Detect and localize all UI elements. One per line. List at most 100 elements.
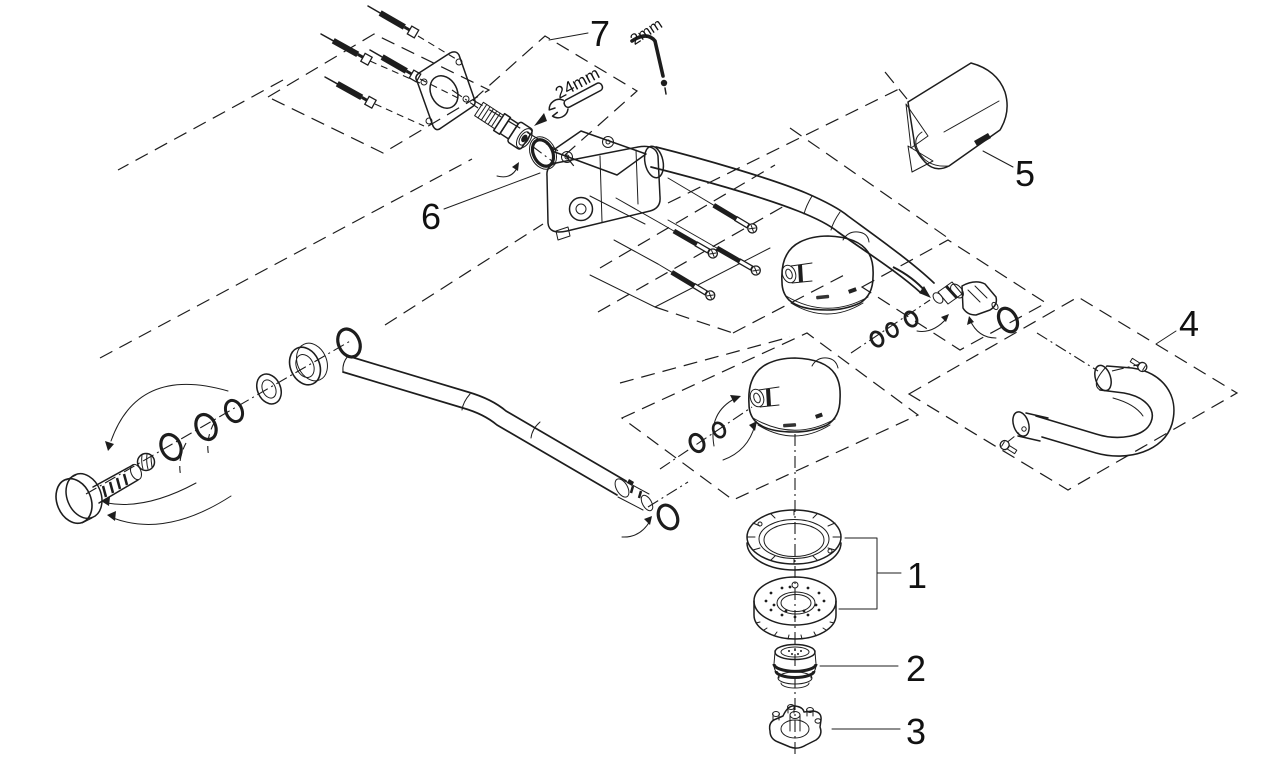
o-ring bbox=[336, 327, 362, 359]
small-o-ring bbox=[688, 432, 706, 454]
body-mounting-bracket bbox=[551, 130, 647, 176]
spray-ring-set bbox=[746, 509, 842, 640]
dome-oring-axis bbox=[659, 406, 753, 470]
small-o-ring bbox=[885, 322, 899, 338]
valve-body bbox=[546, 130, 665, 241]
hex-key-symbol bbox=[630, 34, 668, 95]
wrench-size-label: 24mm bbox=[552, 64, 603, 103]
check-valve-elbow bbox=[869, 266, 1020, 348]
spout-tube bbox=[342, 355, 680, 538]
o-ring bbox=[656, 503, 680, 531]
brand-mark bbox=[816, 294, 830, 300]
washer bbox=[255, 373, 283, 405]
leader-7 bbox=[548, 32, 589, 41]
wrench-box-link bbox=[564, 154, 578, 171]
mid-screw-axes bbox=[613, 177, 704, 265]
callout-2: 2 bbox=[906, 648, 926, 689]
spray-ring-notches bbox=[755, 621, 835, 640]
dome-mark bbox=[815, 412, 823, 419]
cover-dash bbox=[884, 71, 908, 100]
rotate-arrowhead-icon bbox=[512, 162, 519, 171]
o-ring bbox=[194, 412, 218, 442]
plane-elbow-link bbox=[789, 127, 949, 239]
aerator bbox=[772, 643, 818, 689]
retaining-ring bbox=[746, 509, 842, 565]
upper-supply-tube bbox=[650, 146, 935, 294]
dome-mark bbox=[848, 287, 857, 294]
knob-cap bbox=[55, 477, 93, 525]
arrowhead-icon bbox=[644, 516, 652, 525]
knurled-nut bbox=[136, 452, 156, 472]
plane-wrench-box bbox=[471, 35, 639, 156]
arrowhead-icon bbox=[107, 511, 116, 521]
mid-plane-solid bbox=[589, 195, 771, 308]
upper-dome-escutcheon bbox=[781, 231, 874, 315]
pull-knob-assembly bbox=[55, 327, 362, 525]
arrowhead-icon bbox=[967, 316, 974, 325]
plane-dome-ext bbox=[619, 336, 791, 384]
spout-axis bbox=[85, 339, 353, 495]
cover-slot bbox=[974, 133, 991, 146]
fixing-screw bbox=[702, 239, 761, 276]
elbow-o-ring bbox=[996, 306, 1020, 334]
callout-1: 1 bbox=[907, 555, 927, 596]
leader-1-bracket bbox=[838, 537, 902, 610]
handle-screw bbox=[999, 439, 1018, 455]
callout-5: 5 bbox=[1015, 153, 1035, 194]
collar-bushing bbox=[288, 346, 322, 386]
cover-clip bbox=[905, 62, 1008, 173]
anchor-axes bbox=[369, 35, 463, 127]
wrench-symbol bbox=[534, 82, 604, 126]
small-o-ring bbox=[869, 330, 885, 348]
arrowhead-icon bbox=[749, 421, 757, 431]
callout-7: 7 bbox=[590, 13, 610, 54]
arrowhead-icon bbox=[101, 497, 110, 506]
connection-nipple bbox=[474, 101, 557, 178]
fixing-screw bbox=[699, 196, 758, 234]
o-ring bbox=[223, 398, 245, 424]
mounting-screw bbox=[367, 5, 420, 39]
callout-6: 6 bbox=[421, 196, 441, 237]
plane-mid-edge bbox=[384, 223, 544, 326]
mounting-screw bbox=[369, 49, 422, 83]
nipple-o-ring bbox=[530, 138, 556, 168]
check-valve-cartridge bbox=[961, 281, 998, 316]
mounting-screw bbox=[320, 33, 374, 66]
plane-main-left-edge bbox=[99, 158, 473, 359]
arrowhead-icon bbox=[941, 314, 949, 322]
mid-plane-dashed bbox=[597, 164, 851, 334]
plane-left-short-edge bbox=[117, 79, 284, 171]
o-ring bbox=[159, 432, 183, 462]
body-outlet-port bbox=[568, 196, 594, 222]
brand-mark bbox=[783, 423, 797, 428]
arrowhead-icon bbox=[730, 395, 741, 403]
small-o-ring bbox=[903, 310, 919, 328]
callout-labels: 7 6 5 4 1 2 3 bbox=[421, 13, 1199, 752]
plane-wall-anchors bbox=[266, 33, 491, 154]
tube-end-axis bbox=[647, 481, 689, 508]
hex-key-size-label: 2mm bbox=[627, 16, 665, 49]
wrench-handle bbox=[563, 82, 604, 109]
leader-6 bbox=[443, 172, 541, 210]
bayonet-tab bbox=[627, 479, 634, 486]
grip-handle bbox=[999, 357, 1175, 457]
fixing-screw bbox=[659, 222, 718, 259]
elbow-axis bbox=[850, 299, 931, 354]
callout-3: 3 bbox=[906, 711, 926, 752]
plane-dome-box bbox=[620, 332, 920, 501]
small-o-ring bbox=[711, 421, 727, 439]
wall-mounting-plate bbox=[415, 51, 476, 131]
wall-mounting-screws bbox=[320, 5, 422, 109]
plane-handle-box bbox=[907, 296, 1239, 491]
leader-5 bbox=[982, 150, 1014, 168]
fixing-screw bbox=[657, 263, 716, 301]
plate-center-hole bbox=[429, 75, 459, 109]
mounting-key bbox=[768, 704, 822, 749]
mounting-screw bbox=[324, 76, 378, 109]
arrowhead-icon bbox=[105, 441, 114, 451]
spray-ring-nub bbox=[791, 581, 799, 589]
callout-leaders bbox=[443, 32, 1177, 730]
spray-holes bbox=[764, 585, 826, 619]
